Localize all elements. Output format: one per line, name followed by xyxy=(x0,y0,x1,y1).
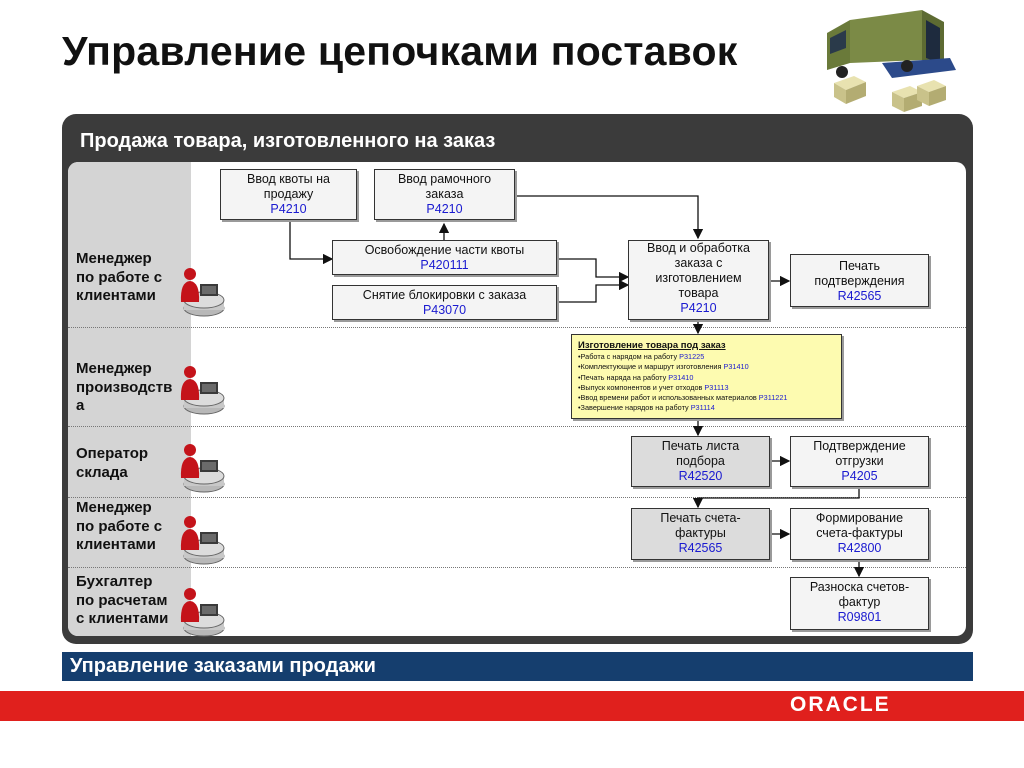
person-desk-icon xyxy=(180,366,225,415)
roles-column xyxy=(68,162,191,636)
person-desk-icon xyxy=(180,588,225,637)
manufacturing-item: •Ввод времени работ и использованных мат… xyxy=(578,393,788,403)
footer-title: Управление заказами продажи xyxy=(70,655,376,677)
brand-band xyxy=(0,691,1024,721)
lane-divider xyxy=(68,327,966,328)
delivery-truck-icon xyxy=(827,10,956,112)
manufacturing-item: •Печать наряда на работу P31410 xyxy=(578,372,694,382)
oracle-logo: ORACLE xyxy=(790,693,891,716)
footer-bar xyxy=(62,652,973,681)
manufacturing-item: •Комплектующие и маршрут изготовления P3… xyxy=(578,362,749,372)
person-desk-icon xyxy=(180,444,225,493)
lane-divider xyxy=(68,426,966,427)
manufacturing-title: Изготовление товара под заказ xyxy=(578,340,726,351)
manufacturing-steps-box[interactable]: Изготовление товара под заказ •Работа с … xyxy=(571,334,842,419)
person-desk-icon xyxy=(180,516,225,565)
manufacturing-item: •Работа с нарядом на работу P31225 xyxy=(578,352,705,361)
manufacturing-item: •Выпуск компонентов и учет отходов P3111… xyxy=(578,382,729,392)
person-desk-icon xyxy=(180,268,225,317)
lane-divider xyxy=(68,567,966,568)
panel-title: Продажа товара, изготовленного на заказ xyxy=(80,130,496,152)
manufacturing-item: •Завершение нарядов на работу P31114 xyxy=(578,403,715,413)
lane-divider xyxy=(68,497,966,498)
page-title: Управление цепочками поставок xyxy=(62,28,738,74)
